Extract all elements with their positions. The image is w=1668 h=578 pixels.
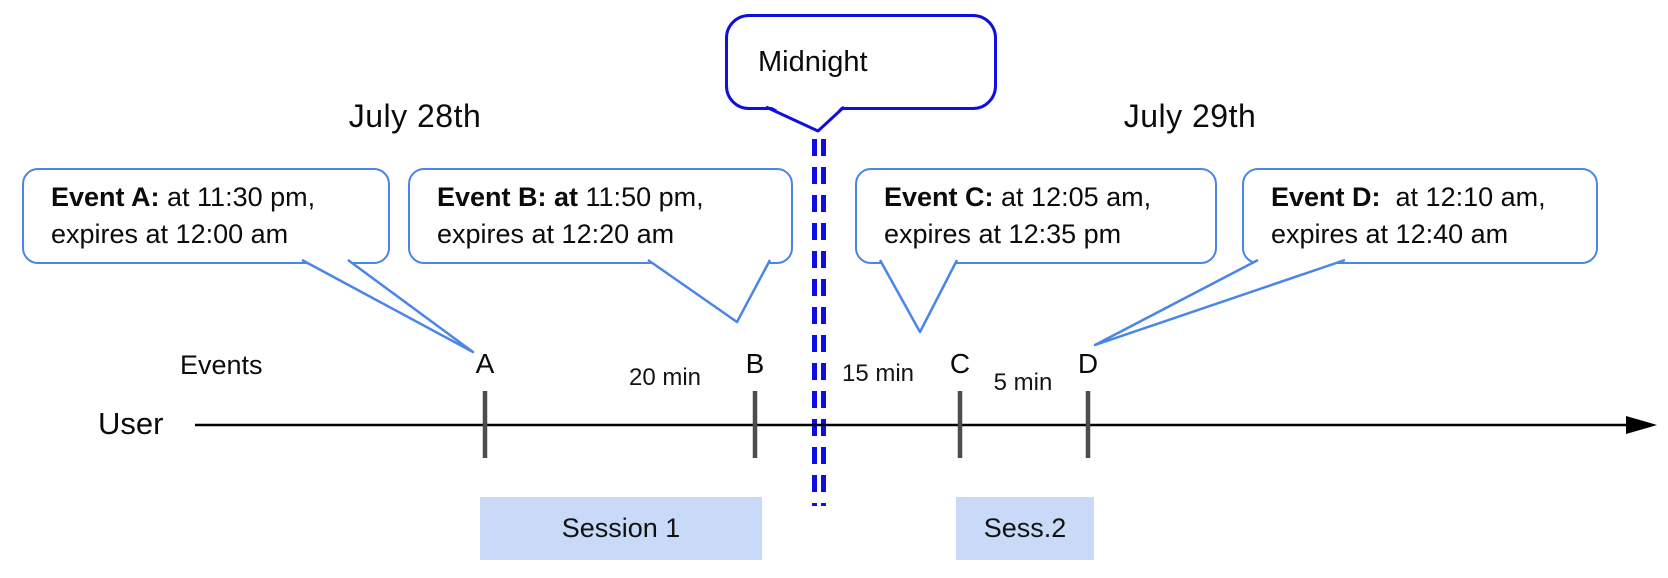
event-a-tail-icon [301, 258, 475, 354]
midnight-label: Midnight [758, 45, 868, 78]
event-a-callout: Event A: at 11:30 pm, expires at 12:00 a… [22, 168, 390, 264]
event-b-tail-icon [647, 258, 772, 324]
event-c-expiry: expires at 12:35 pm [884, 219, 1122, 249]
midnight-callout: Midnight [725, 14, 997, 110]
event-b-callout: Event B: at 11:50 pm, expires at 12:20 a… [408, 168, 793, 264]
timeline-arrowhead-icon [1626, 416, 1657, 434]
event-d-tail-icon [1093, 258, 1346, 347]
tick-label-b: B [745, 348, 765, 379]
session-2-box: Sess.2 [956, 497, 1094, 560]
session-1-label: Session 1 [561, 513, 681, 543]
event-c-name: Event C: [884, 182, 994, 212]
event-d-expiry: expires at 12:40 am [1271, 219, 1509, 249]
events-row-label: Events [180, 350, 263, 380]
event-d-name: Event D: [1271, 182, 1381, 212]
event-b-tail-fill [648, 259, 770, 322]
event-b-line1: Event B: at 11:50 pm, [437, 179, 781, 216]
event-d-line1: Event D: at 12:10 am, [1271, 179, 1586, 216]
event-a-expiry: expires at 12:00 am [51, 219, 289, 249]
event-a-time: at 11:30 pm, [159, 182, 316, 212]
user-row-label: User [98, 406, 164, 441]
event-d-tail-fill [1095, 259, 1345, 345]
day-label-july-29: July 29th [1123, 98, 1257, 134]
tick-label-c: C [949, 348, 971, 379]
session-2-label: Sess.2 [983, 513, 1067, 543]
interval-5min: 5 min [993, 369, 1053, 396]
event-b-expiry: expires at 12:20 am [437, 219, 675, 249]
event-a-name: Event A: [51, 182, 160, 212]
event-c-callout: Event C: at 12:05 am, expires at 12:35 p… [855, 168, 1217, 264]
event-d-time: at 12:10 am, [1380, 182, 1546, 212]
day-label-july-28: July 28th [348, 98, 482, 134]
event-a-line1: Event A: at 11:30 pm, [51, 179, 378, 216]
event-b-time: 11:50 pm, [578, 182, 704, 212]
tick-label-a: A [475, 348, 495, 379]
event-c-line1: Event C: at 12:05 am, [884, 179, 1205, 216]
event-c-tail-icon [878, 259, 959, 334]
interval-20min: 20 min [628, 364, 702, 391]
midnight-tail-icon [765, 105, 846, 133]
event-c-tail-fill [880, 259, 957, 332]
event-a-tail-fill [302, 259, 473, 352]
event-c-time: at 12:05 am, [993, 182, 1152, 212]
tick-label-d: D [1077, 348, 1099, 379]
interval-15min: 15 min [841, 360, 915, 387]
event-b-name: Event B: at [437, 182, 579, 212]
session-1-box: Session 1 [480, 497, 762, 560]
event-d-callout: Event D: at 12:10 am, expires at 12:40 a… [1242, 168, 1598, 264]
